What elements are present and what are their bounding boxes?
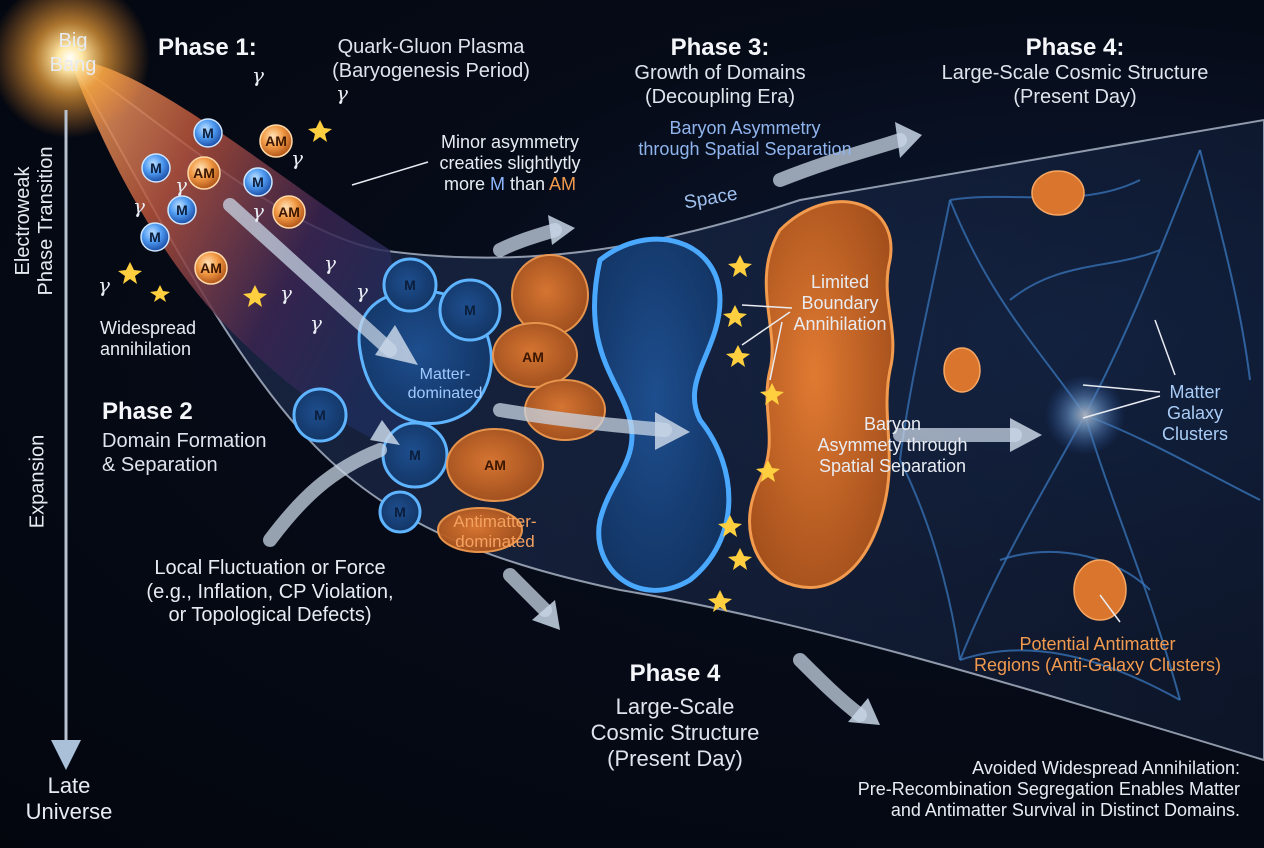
photon-label: γ bbox=[291, 146, 303, 170]
photon-labels: γ γ γ γ γ γ γ γ γ γ γ bbox=[98, 63, 368, 335]
photon-label: γ bbox=[252, 63, 264, 87]
matter-label: M bbox=[149, 229, 161, 245]
limited-boundary-label: Limited Boundary Annihilation bbox=[793, 272, 887, 335]
matter-particle-labels: M M M M M M M M M M bbox=[149, 125, 476, 520]
asymmetry-line3: more M than AM bbox=[420, 174, 600, 195]
antimatter-domains bbox=[437, 254, 606, 553]
phase4-bottom-title: Phase 4 bbox=[629, 660, 721, 687]
fluctuation-label: Local Fluctuation or Force (e.g., Inflat… bbox=[146, 557, 394, 627]
asymmetry-note: Minor asymmetry creaties slightlytly mor… bbox=[420, 132, 600, 196]
big-bang-label: Big Bang bbox=[49, 30, 97, 76]
photon-label: γ bbox=[280, 281, 292, 305]
phase4-top-title: Phase 4: bbox=[1025, 34, 1125, 61]
antimatter-particle-labels: AM AM AM AM AM AM bbox=[193, 133, 544, 473]
leader-lines bbox=[351, 161, 1176, 623]
late-universe-label: Late Universe bbox=[25, 773, 113, 824]
matter-label: M bbox=[202, 125, 214, 141]
photon-label: γ bbox=[310, 311, 322, 335]
antimatter-regions-label: Potential Antimatter Regions (Anti-Galax… bbox=[973, 634, 1222, 676]
antimatter-label: AM bbox=[522, 349, 544, 365]
matter-particles bbox=[140, 118, 273, 252]
antimatter-label: AM bbox=[265, 133, 287, 149]
electroweak-label: Electroweak Phase Transition bbox=[12, 146, 57, 296]
antimatter-label: AM bbox=[193, 165, 215, 181]
phase3-subtitle: Growth of Domains (Decoupling Era) bbox=[634, 62, 806, 108]
asymmetry-more: more bbox=[443, 174, 490, 195]
antimatter-particles bbox=[187, 124, 306, 285]
matter-label: M bbox=[404, 277, 416, 293]
antimatter-label: AM bbox=[484, 457, 506, 473]
phase4-bottom-subtitle: Large-Scale Cosmic Structure (Present Da… bbox=[590, 694, 760, 771]
annihilation-sparks bbox=[118, 120, 784, 612]
photon-label: γ bbox=[252, 199, 264, 223]
asymmetry-than: than bbox=[504, 174, 550, 195]
photon-label: γ bbox=[324, 251, 336, 275]
antimatter-label: AM bbox=[278, 204, 300, 220]
photon-label: γ bbox=[336, 81, 348, 105]
large-antimatter-domain bbox=[748, 200, 895, 589]
matter-label: M bbox=[252, 174, 264, 190]
conclusion-text: Avoided Widespread Annihilation: Pre-Rec… bbox=[857, 758, 1240, 821]
asymmetry-m: M bbox=[489, 174, 505, 195]
phase2-title: Phase 2 bbox=[102, 398, 193, 425]
photon-label: γ bbox=[356, 279, 368, 303]
matter-domains bbox=[292, 257, 502, 534]
phase4-top-subtitle: Large-Scale Cosmic Structure (Present Da… bbox=[941, 62, 1209, 108]
antimatter-label: AM bbox=[200, 260, 222, 276]
matter-clusters-label: Matter Galaxy Clusters bbox=[1161, 382, 1228, 445]
matter-label: M bbox=[176, 202, 188, 218]
antimatter-dominated-label: Antimatter- dominated bbox=[453, 512, 537, 552]
matter-label: M bbox=[394, 504, 406, 520]
phase3-title: Phase 3: bbox=[670, 34, 770, 61]
phase3-note: Baryon Asymmetry through Spatial Separat… bbox=[638, 118, 852, 160]
asymmetry-line2: creaties slightlytly bbox=[439, 153, 581, 174]
matter-label: M bbox=[464, 302, 476, 318]
asymmetry-am: AM bbox=[549, 174, 577, 195]
asymmetry-line1: Minor asymmetry bbox=[440, 132, 579, 152]
photon-label: γ bbox=[98, 273, 110, 297]
phase1-title: Phase 1: bbox=[158, 34, 257, 61]
matter-dominated-label: Matter- dominated bbox=[407, 366, 483, 402]
matter-label: M bbox=[314, 407, 326, 423]
photon-label: γ bbox=[175, 173, 187, 197]
widespread-annihilation-label: Widespread annihilation bbox=[100, 318, 197, 360]
matter-label: M bbox=[409, 447, 421, 463]
arrow-heads bbox=[370, 122, 1042, 725]
matter-label: M bbox=[150, 160, 162, 176]
antimatter-regions bbox=[943, 170, 1127, 621]
baryon-asymmetry-label: Baryon Asymmety through Spatial Separati… bbox=[817, 414, 968, 477]
expansion-label: Expansion bbox=[26, 434, 49, 529]
big-bang-glow bbox=[0, 0, 150, 138]
photon-label: γ bbox=[133, 194, 145, 218]
phase2-subtitle: Domain Formation & Separation bbox=[102, 430, 267, 476]
phase1-subtitle: Quark-Gluon Plasma (Baryogenesis Period) bbox=[332, 36, 530, 82]
